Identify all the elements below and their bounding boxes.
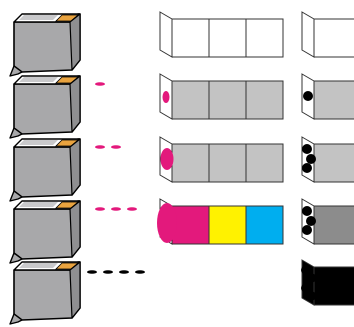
ink-spray-2	[95, 82, 105, 86]
ink-spray-3	[95, 145, 121, 149]
black-dot	[306, 216, 316, 226]
cartridge-nozzle	[9, 127, 23, 139]
color-paper-strip-3	[159, 136, 284, 183]
cartridge-side	[69, 200, 81, 258]
black-dot	[302, 144, 312, 154]
black-dot	[301, 283, 311, 293]
black-paper-strip-4	[301, 198, 354, 245]
cartridge-window	[19, 202, 58, 207]
strip-cell	[208, 80, 247, 120]
color-paper-strip-4	[157, 198, 284, 245]
ink-cartridge-2	[9, 75, 81, 139]
ink-spray-5	[87, 270, 145, 274]
ink-droplet	[135, 270, 145, 274]
cartridge-window	[19, 77, 58, 82]
cartridge-window	[19, 263, 58, 268]
strip-fold-panel	[159, 11, 173, 58]
black-paper-strip-2	[301, 73, 354, 120]
strip-cell	[171, 205, 210, 245]
strip-cell	[313, 80, 354, 120]
magenta-dot	[162, 91, 170, 103]
cartridge-nozzle	[9, 313, 23, 325]
strip-cell	[171, 80, 210, 120]
cartridge-side	[69, 13, 81, 71]
strip-cell	[208, 18, 247, 58]
cartridge-nozzle	[9, 190, 23, 202]
strip-cell	[208, 143, 247, 183]
black-dot	[302, 206, 312, 216]
cartridge-window	[19, 140, 58, 145]
ink-droplet	[95, 82, 105, 86]
strip-cell	[171, 143, 210, 183]
ink-cartridge-4	[9, 200, 81, 264]
black-paper-strip-5	[301, 259, 354, 306]
black-dot	[306, 273, 316, 283]
cartridge-window	[19, 15, 58, 20]
magenta-dot	[160, 148, 174, 170]
ink-droplet	[111, 207, 121, 211]
ink-cartridge-1	[9, 13, 81, 77]
cartridge-side	[69, 261, 81, 319]
cartridge-side	[69, 138, 81, 196]
black-dot	[302, 163, 312, 173]
magenta-dot	[157, 203, 177, 243]
ink-droplet	[127, 207, 137, 211]
strip-cell	[245, 80, 284, 120]
strip-cell	[245, 18, 284, 58]
black-dot	[303, 91, 313, 101]
black-paper-strip-1	[301, 11, 354, 58]
ink-droplet	[95, 207, 105, 211]
color-paper-strip-1	[159, 11, 284, 58]
ink-droplet	[111, 145, 121, 149]
black-dot	[306, 291, 316, 301]
strip-cell	[313, 143, 354, 183]
ink-cartridge-5	[9, 261, 81, 325]
ink-droplet	[103, 270, 113, 274]
strip-cell	[208, 205, 247, 245]
black-dot	[302, 225, 312, 235]
strip-cell	[313, 266, 354, 306]
ink-droplet	[95, 145, 105, 149]
black-dot	[306, 154, 316, 164]
strip-cell	[313, 18, 354, 58]
strip-cell	[245, 205, 284, 245]
strip-cell	[313, 205, 354, 245]
cartridge-nozzle	[9, 252, 23, 264]
color-paper-strip-2	[159, 73, 284, 120]
ink-droplet	[119, 270, 129, 274]
black-dot	[301, 265, 311, 275]
cartridge-side	[69, 75, 81, 133]
cartridge-nozzle	[9, 65, 23, 77]
ink-spray-4	[95, 207, 137, 211]
ink-cartridge-3	[9, 138, 81, 202]
ink-droplet	[87, 270, 97, 274]
strip-fold-panel	[301, 11, 315, 58]
black-paper-strip-3	[301, 136, 354, 183]
strip-cell	[245, 143, 284, 183]
strip-cell	[171, 18, 210, 58]
